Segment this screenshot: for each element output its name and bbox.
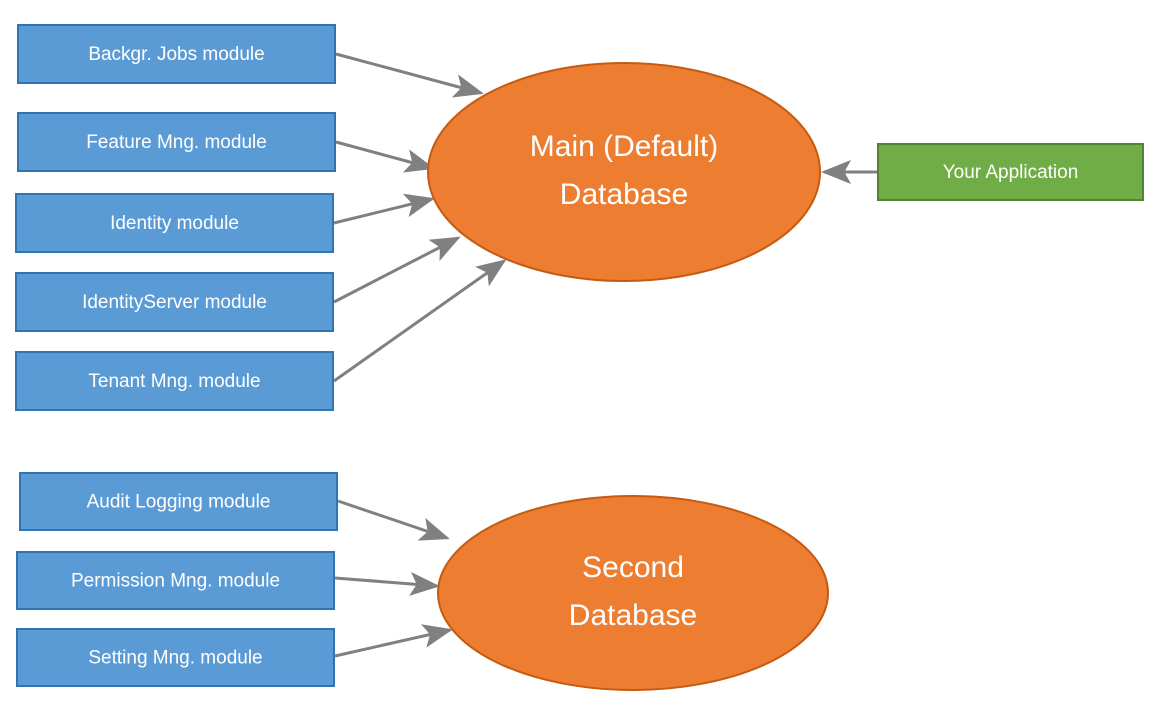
- identity-module-label: Identity module: [110, 213, 239, 234]
- permission-mng-module-label: Permission Mng. module: [71, 571, 280, 592]
- your-application-label: Your Application: [943, 162, 1079, 183]
- identityserver-module[interactable]: IdentityServer module: [15, 272, 334, 332]
- tenant-mng-module[interactable]: Tenant Mng. module: [15, 351, 334, 411]
- main-default-database[interactable]: Main (Default) Database: [427, 62, 821, 282]
- permission-mng-module-rect: [16, 551, 335, 610]
- setting-mng-module-label: Setting Mng. module: [88, 648, 262, 669]
- second-database-label-line-0: Second: [582, 551, 684, 584]
- connector-setting-mng-to-second: [334, 624, 453, 658]
- connector-identity-to-main: [333, 193, 435, 225]
- main-default-database-label-line-1: Database: [560, 178, 688, 211]
- backgr-jobs-module[interactable]: Backgr. Jobs module: [17, 24, 336, 84]
- main-default-database-ellipse: [427, 62, 821, 282]
- setting-mng-module-rect: [16, 628, 335, 687]
- identityserver-module-label: IdentityServer module: [82, 292, 267, 313]
- backgr-jobs-module-label: Backgr. Jobs module: [88, 44, 264, 65]
- connector-tenant-mng-to-main: [333, 259, 507, 383]
- second-database-ellipse: [437, 495, 829, 691]
- identityserver-module-rect: [15, 272, 334, 332]
- connector-feature-mng-to-main: [335, 140, 435, 173]
- connector-backgr-jobs-to-main: [335, 52, 484, 98]
- connectors-layer: [333, 52, 877, 658]
- your-application[interactable]: Your Application: [877, 143, 1144, 201]
- your-application-rect: [877, 143, 1144, 201]
- audit-logging-module[interactable]: Audit Logging module: [19, 472, 338, 531]
- permission-mng-module[interactable]: Permission Mng. module: [16, 551, 335, 610]
- feature-mng-module-label: Feature Mng. module: [86, 132, 267, 153]
- connector-permission-mng-to-second: [334, 571, 440, 596]
- audit-logging-module-label: Audit Logging module: [87, 492, 271, 513]
- connector-audit-logging-to-second: [337, 499, 450, 541]
- connector-identityserver-to-main: [333, 236, 461, 304]
- identity-module-rect: [15, 193, 334, 253]
- feature-mng-module[interactable]: Feature Mng. module: [17, 112, 336, 172]
- backgr-jobs-module-rect: [17, 24, 336, 84]
- second-database-label-line-1: Database: [569, 599, 697, 632]
- setting-mng-module[interactable]: Setting Mng. module: [16, 628, 335, 687]
- feature-mng-module-rect: [17, 112, 336, 172]
- audit-logging-module-rect: [19, 472, 338, 531]
- tenant-mng-module-label: Tenant Mng. module: [88, 371, 260, 392]
- tenant-mng-module-rect: [15, 351, 334, 411]
- main-default-database-label-line-0: Main (Default): [530, 130, 718, 163]
- identity-module[interactable]: Identity module: [15, 193, 334, 253]
